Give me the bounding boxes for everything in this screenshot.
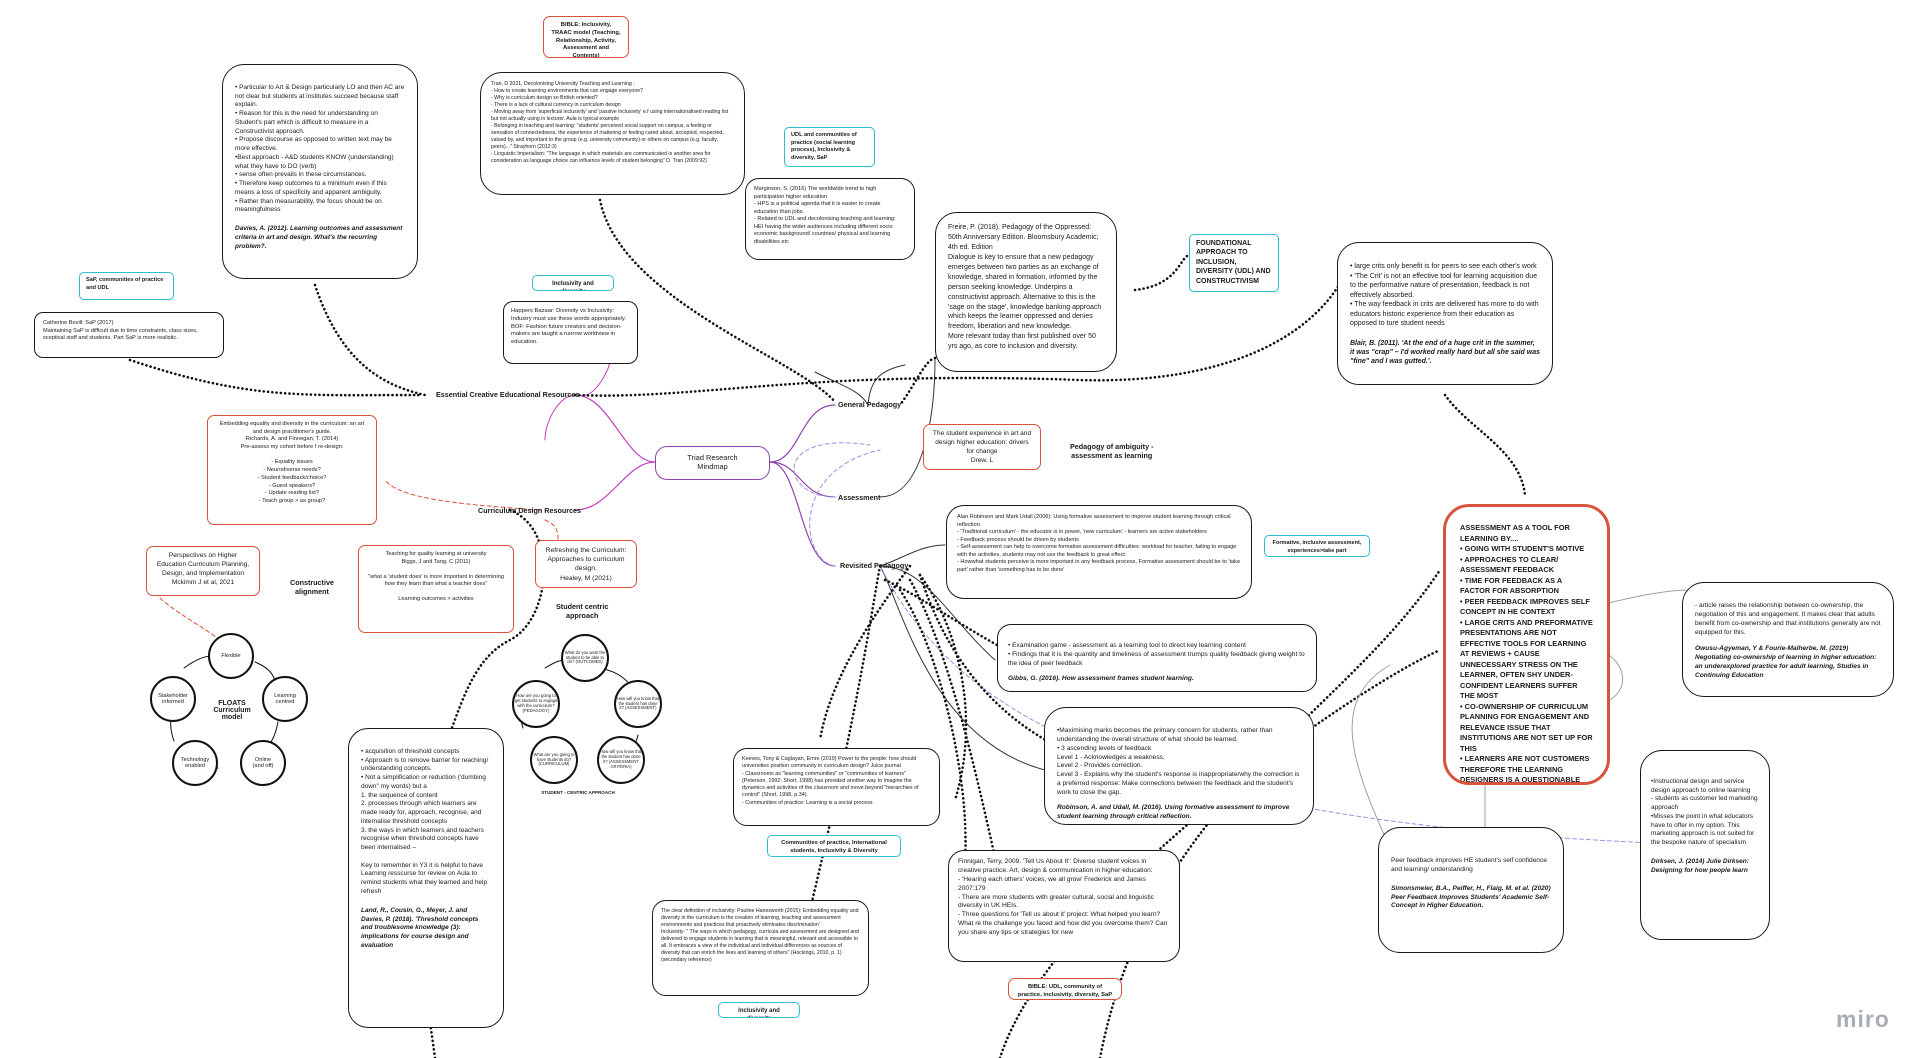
crits-text: • large crits only benefit is for peers … [1350,263,1539,328]
node-gibbs-2016[interactable]: • Examination game - assessment as a lea… [997,624,1317,692]
node-freire-2018[interactable]: Freire, P. (2018). Pedagogy of the Oppre… [935,212,1117,372]
node-udl-cop[interactable]: UDL and communities of practice (social … [784,127,875,167]
gibbs-text: • Examination game - assessment as a lea… [1008,641,1305,667]
student-cycle-curriculum: What are you going to have students do? … [530,736,578,784]
floats-title: FLOATS Curriculum model [213,700,251,721]
robinson-udall-2016-ref: Robinson, A. and Udall, M. (2016). Using… [1057,804,1290,820]
node-bible-traac[interactable]: BIBLE: Inclusivity, TRAAC model (Teachin… [543,16,629,58]
branch-general[interactable]: General Pedagogy [838,400,902,409]
node-sap-cop[interactable]: SaP, communities of practice and UDL [79,272,174,300]
student-cycle-pedagogy: How are you going to get students to eng… [512,680,560,728]
floats-item-technology: Technology enabled [172,740,218,786]
art-design-lo-text: • Particular to Art & Design particularl… [235,83,405,214]
node-hanesworth-2015[interactable]: The clear definition of inclusivity: Pau… [652,900,869,996]
floats-item-flexible: Flexible [208,633,254,679]
hub-branch-curriculum [574,461,656,511]
threshold-ref: Land, R., Cousin, G., Meyer, J. and Davi… [361,906,479,949]
branch-revisited[interactable]: Revisited Pedagogy [840,561,909,570]
branch-curriculum[interactable]: Curriculum Design Resources [478,506,582,515]
node-robinson-udall-2006[interactable]: Alan Robinson and Mark Udall (2006): Usi… [946,505,1252,599]
node-marginson-2016[interactable]: Marginson, S. (2016) The worldwide trend… [745,178,915,260]
node-formative-inclusive[interactable]: Formative, inclusive assessment, experie… [1264,535,1370,557]
student-cycle-assessment: How will you know that the student has d… [614,680,662,728]
node-dirksen-2014[interactable]: •Instructional design and service design… [1640,750,1770,940]
floats-item-online: Online (and off) [240,740,286,786]
hub-branch-essential [574,394,656,463]
node-cop-international[interactable]: Communities of practice, International s… [767,835,901,857]
student-cycle-outcomes: What do you want the student to be able … [561,634,609,682]
node-assessment-as-tool[interactable]: ASSESSMENT AS A TOOL FOR LEARNING BY....… [1443,504,1610,785]
node-embedding-equality[interactable]: Embedding equality and diversity in the … [207,415,377,525]
node-perspectives-he[interactable]: Perspectives on Higher Education Curricu… [146,546,260,596]
art-design-lo-ref: Davies, A. (2012). Learning outcomes and… [235,225,403,250]
node-finnigan-2009[interactable]: Finnigan, Terry, 2009. 'Tell Us About It… [948,850,1180,962]
floats-item-stakeholder: Stakeholder informed [150,676,196,722]
mindmap-hub[interactable]: Triad Research Mindmap [655,446,770,480]
dirksen-ref: Dirksen, J. (2014) Julie Dirksen: Design… [1651,857,1749,874]
node-simonsmeier-2020[interactable]: Peer feedback improves HE student's self… [1378,827,1564,953]
node-drew[interactable]: The student experience in art and design… [923,424,1041,470]
simonsmeier-ref: Simonsmeier, B.A., Peiffer, H., Flaig, M… [1391,884,1551,910]
node-keeves-caglayan-2019[interactable]: Keeves, Tony & Caglayan, Emre (2019) Pow… [733,748,940,826]
miro-watermark: miro [1836,1006,1890,1032]
blair-ref: Blair, B. (2011). 'At the end of a huge … [1350,339,1540,366]
floats-item-learning-centred: Learning centred [262,676,308,722]
label-ambiguity[interactable]: Pedagogy of ambiguity - assessment as le… [1070,442,1154,460]
node-foundational[interactable]: FOUNDATIONAL APPROACH TO INCLUSION, DIVE… [1189,234,1279,292]
dirksen-text: •Instructional design and service design… [1651,777,1758,847]
node-biggs-tang-2011[interactable]: Teaching for quality learning at univers… [358,545,514,633]
threshold-text: • acquisition of threshold concepts • Ap… [361,747,489,896]
simonsmeier-text: Peer feedback improves HE student's self… [1391,856,1547,873]
hub-branch-general [769,404,836,463]
node-crits[interactable]: • large crits only benefit is for peers … [1337,242,1553,385]
node-tran-2021[interactable]: Tran, D 2021, Decolonising University Te… [480,72,745,195]
node-healey-2021[interactable]: Refreshing the Curriculum: Approaches to… [535,540,637,588]
student-cycle-assessment-criteria: How will you know that the student has d… [597,736,645,784]
node-bible-udl[interactable]: BIBLE: UDL, community of practice, inclu… [1008,978,1122,1000]
hub-branch-revisited [769,461,836,567]
student-cycle-center: STUDENT - CENTRIC APPROACH [541,790,615,795]
node-owusu-agyeman-2019[interactable]: - article raises the relationship betwee… [1682,582,1894,697]
branch-essential[interactable]: Essential Creative Educational Resources [436,390,580,399]
node-inclusivity-diversity-2[interactable]: Inclusivity and diversity [718,1002,800,1018]
node-threshold-concepts[interactable]: • acquisition of threshold concepts • Ap… [348,728,504,1028]
label-constructive-alignment[interactable]: Constructive alignment [290,578,334,596]
node-robinson-udall-2016[interactable]: •Maximising marks becomes the primary co… [1044,707,1314,825]
owusu-text: - article raises the relationship betwee… [1695,601,1881,636]
gibbs-ref: Gibbs, G. (2016). How assessment frames … [1008,674,1194,682]
node-bovill-2017[interactable]: Catherine Bovill: SaP (2017) Maintaining… [34,312,224,358]
node-happers-bazaar[interactable]: Happers Bazaar: Diversity vs Inclusivity… [503,301,638,364]
owusu-ref: Owusu-Agyeman, Y & Fourie-Malherbe, M. (… [1695,645,1877,680]
robinson-udall-2016-text: •Maximising marks becomes the primary co… [1057,726,1300,797]
hub-branch-assessment [769,461,836,498]
branch-assessment[interactable]: Assessment [838,493,881,502]
node-art-design-lo[interactable]: • Particular to Art & Design particularl… [222,64,418,279]
node-inclusivity-diversity-1[interactable]: Inclusivity and diversity [532,275,614,291]
label-student-centric[interactable]: Student centric approach [556,602,609,620]
